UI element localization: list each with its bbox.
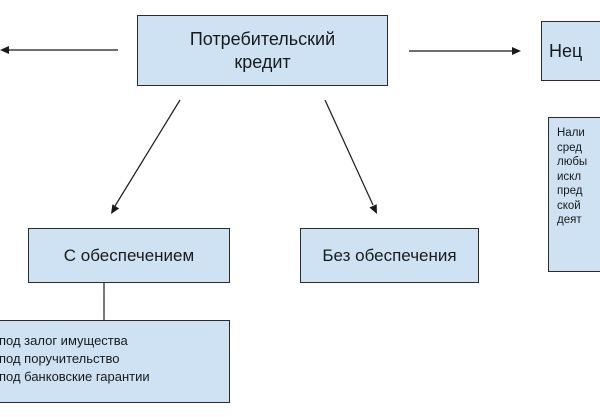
node-right-note: Нали сред любы искл пред ской деят [548, 117, 600, 272]
node-unsecured: Без обеспечения [300, 228, 479, 283]
node-consumer-credit: Потребительский кредит [137, 15, 388, 86]
node-consumer-credit-line1: Потребительский [189, 28, 336, 49]
node-secured: С обеспечением [28, 228, 230, 283]
arrow-to-secured-head [111, 204, 120, 214]
arrow-to-unsecured [324, 99, 374, 206]
right-note-line: деят [557, 214, 582, 226]
node-secured-list: под залог имущества под поручительство п… [0, 320, 230, 403]
arrow-right-head [512, 47, 521, 55]
secured-list-item: под залог имущества [0, 333, 128, 348]
right-note-line: любы [557, 156, 588, 168]
right-note-line: сред [557, 141, 582, 154]
secured-list-item: под поручительство [0, 351, 120, 366]
arrow-to-secured [114, 99, 181, 207]
node-right-partial: Нец [541, 21, 600, 81]
node-secured-label: С обеспечением [63, 245, 195, 265]
node-consumer-credit-line2: кредит [234, 51, 291, 72]
right-note-line: искл [557, 170, 582, 183]
node-unsecured-label: Без обеспечения [322, 245, 457, 265]
right-note-line: Нали [557, 127, 585, 139]
secured-list-item: под банковские гарантии [0, 369, 150, 384]
arrow-to-unsecured-head [369, 204, 377, 214]
node-right-partial-label: Нец [549, 40, 583, 61]
node-consumer-credit-label: Потребительский кредит [190, 28, 335, 74]
arrow-left-head [0, 46, 9, 54]
right-note-line: ской [557, 199, 581, 212]
right-note-line: пред [557, 185, 583, 197]
